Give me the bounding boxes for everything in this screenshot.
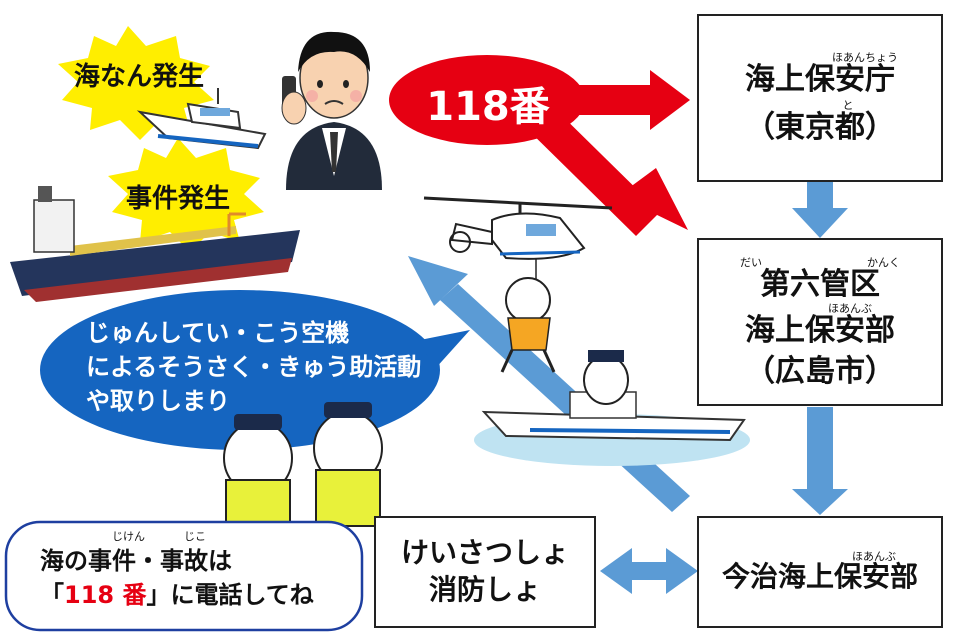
note-line-1: 海の事件・事故は: [40, 547, 232, 575]
hq-location: （東京都）: [745, 110, 895, 145]
burst-case-label: 事件発生: [126, 184, 231, 214]
helicopter-illustration: [423, 196, 613, 280]
cargo-ship-illustration: [10, 186, 300, 302]
red-ellipse-118: [389, 55, 585, 145]
bubble-line-3: や取りしまり: [86, 387, 230, 415]
note-quote-open: 「: [40, 581, 64, 609]
fire-label: 消防しょ: [428, 573, 541, 606]
imabari-name: 今治海上保安部: [721, 560, 918, 594]
district-office: 海上保安部: [745, 312, 895, 348]
note-ruby-jiko: じこ: [184, 530, 206, 543]
bubble-text: じゅんしてい・こう空機 によるそうさく・きゅう助活動 や取りしまり: [86, 316, 421, 418]
note-line-2: 「118 番」に電話してね: [40, 578, 314, 612]
patrol-vessel-illustration: [474, 350, 750, 466]
hq-ruby-2: と: [842, 99, 854, 112]
mascot-pair-illustration: [223, 402, 383, 527]
note-text: 海の事件・事故は 「118 番」に電話してね: [40, 544, 314, 612]
burst-sea-accident: [58, 26, 214, 140]
hq-name: 海上保安庁: [745, 62, 895, 97]
note-frame: [4, 520, 364, 632]
district-ruby-row: だい かんく: [740, 257, 900, 268]
patrol-boat-illustration: [136, 88, 267, 150]
district-ruby-2: ほあんぶ: [828, 301, 872, 315]
police-label: けいさつしょ: [400, 536, 569, 570]
district-name: 第六管区: [760, 266, 880, 302]
hq-ruby: ほあんちょう: [832, 51, 898, 64]
bubble-line-1: じゅんしてい・こう空機: [86, 319, 350, 347]
burst-case: [108, 138, 264, 252]
district-ruby-dai: だい: [740, 255, 762, 269]
district-location: （広島市）: [745, 353, 895, 389]
district-six-box: だい かんく 第六管区 ほあんぶ 海上保安部 （広島市）: [697, 238, 943, 406]
note-line-2-rest: 」に電話してね: [146, 581, 314, 609]
burst-sea-accident-label: 海なん発生: [74, 62, 205, 92]
coast-guard-hq-box: ほあんちょう 海上保安庁 と （東京都）: [697, 14, 943, 182]
police-fire-box: けいさつしょ 消防しょ: [374, 516, 596, 628]
imabari-office-box: ほあんぶ 今治海上保安部: [697, 516, 943, 628]
arrow-double-imabari-police: [600, 548, 698, 594]
caller-illustration: [281, 31, 382, 190]
bubble-line-2: によるそうさく・きゅう助活動: [86, 353, 422, 381]
district-ruby-kanku: かんく: [867, 255, 900, 269]
note-ruby-jiken: じけん: [112, 530, 145, 543]
rescue-mascot-illustration: [500, 277, 556, 373]
imabari-ruby: ほあんぶ: [852, 550, 896, 564]
call-number-label: 118番: [426, 84, 550, 130]
note-number: 118 番: [64, 581, 147, 609]
arrow-district-to-imabari: [792, 407, 848, 515]
arrow-hq-to-district: [792, 182, 848, 238]
